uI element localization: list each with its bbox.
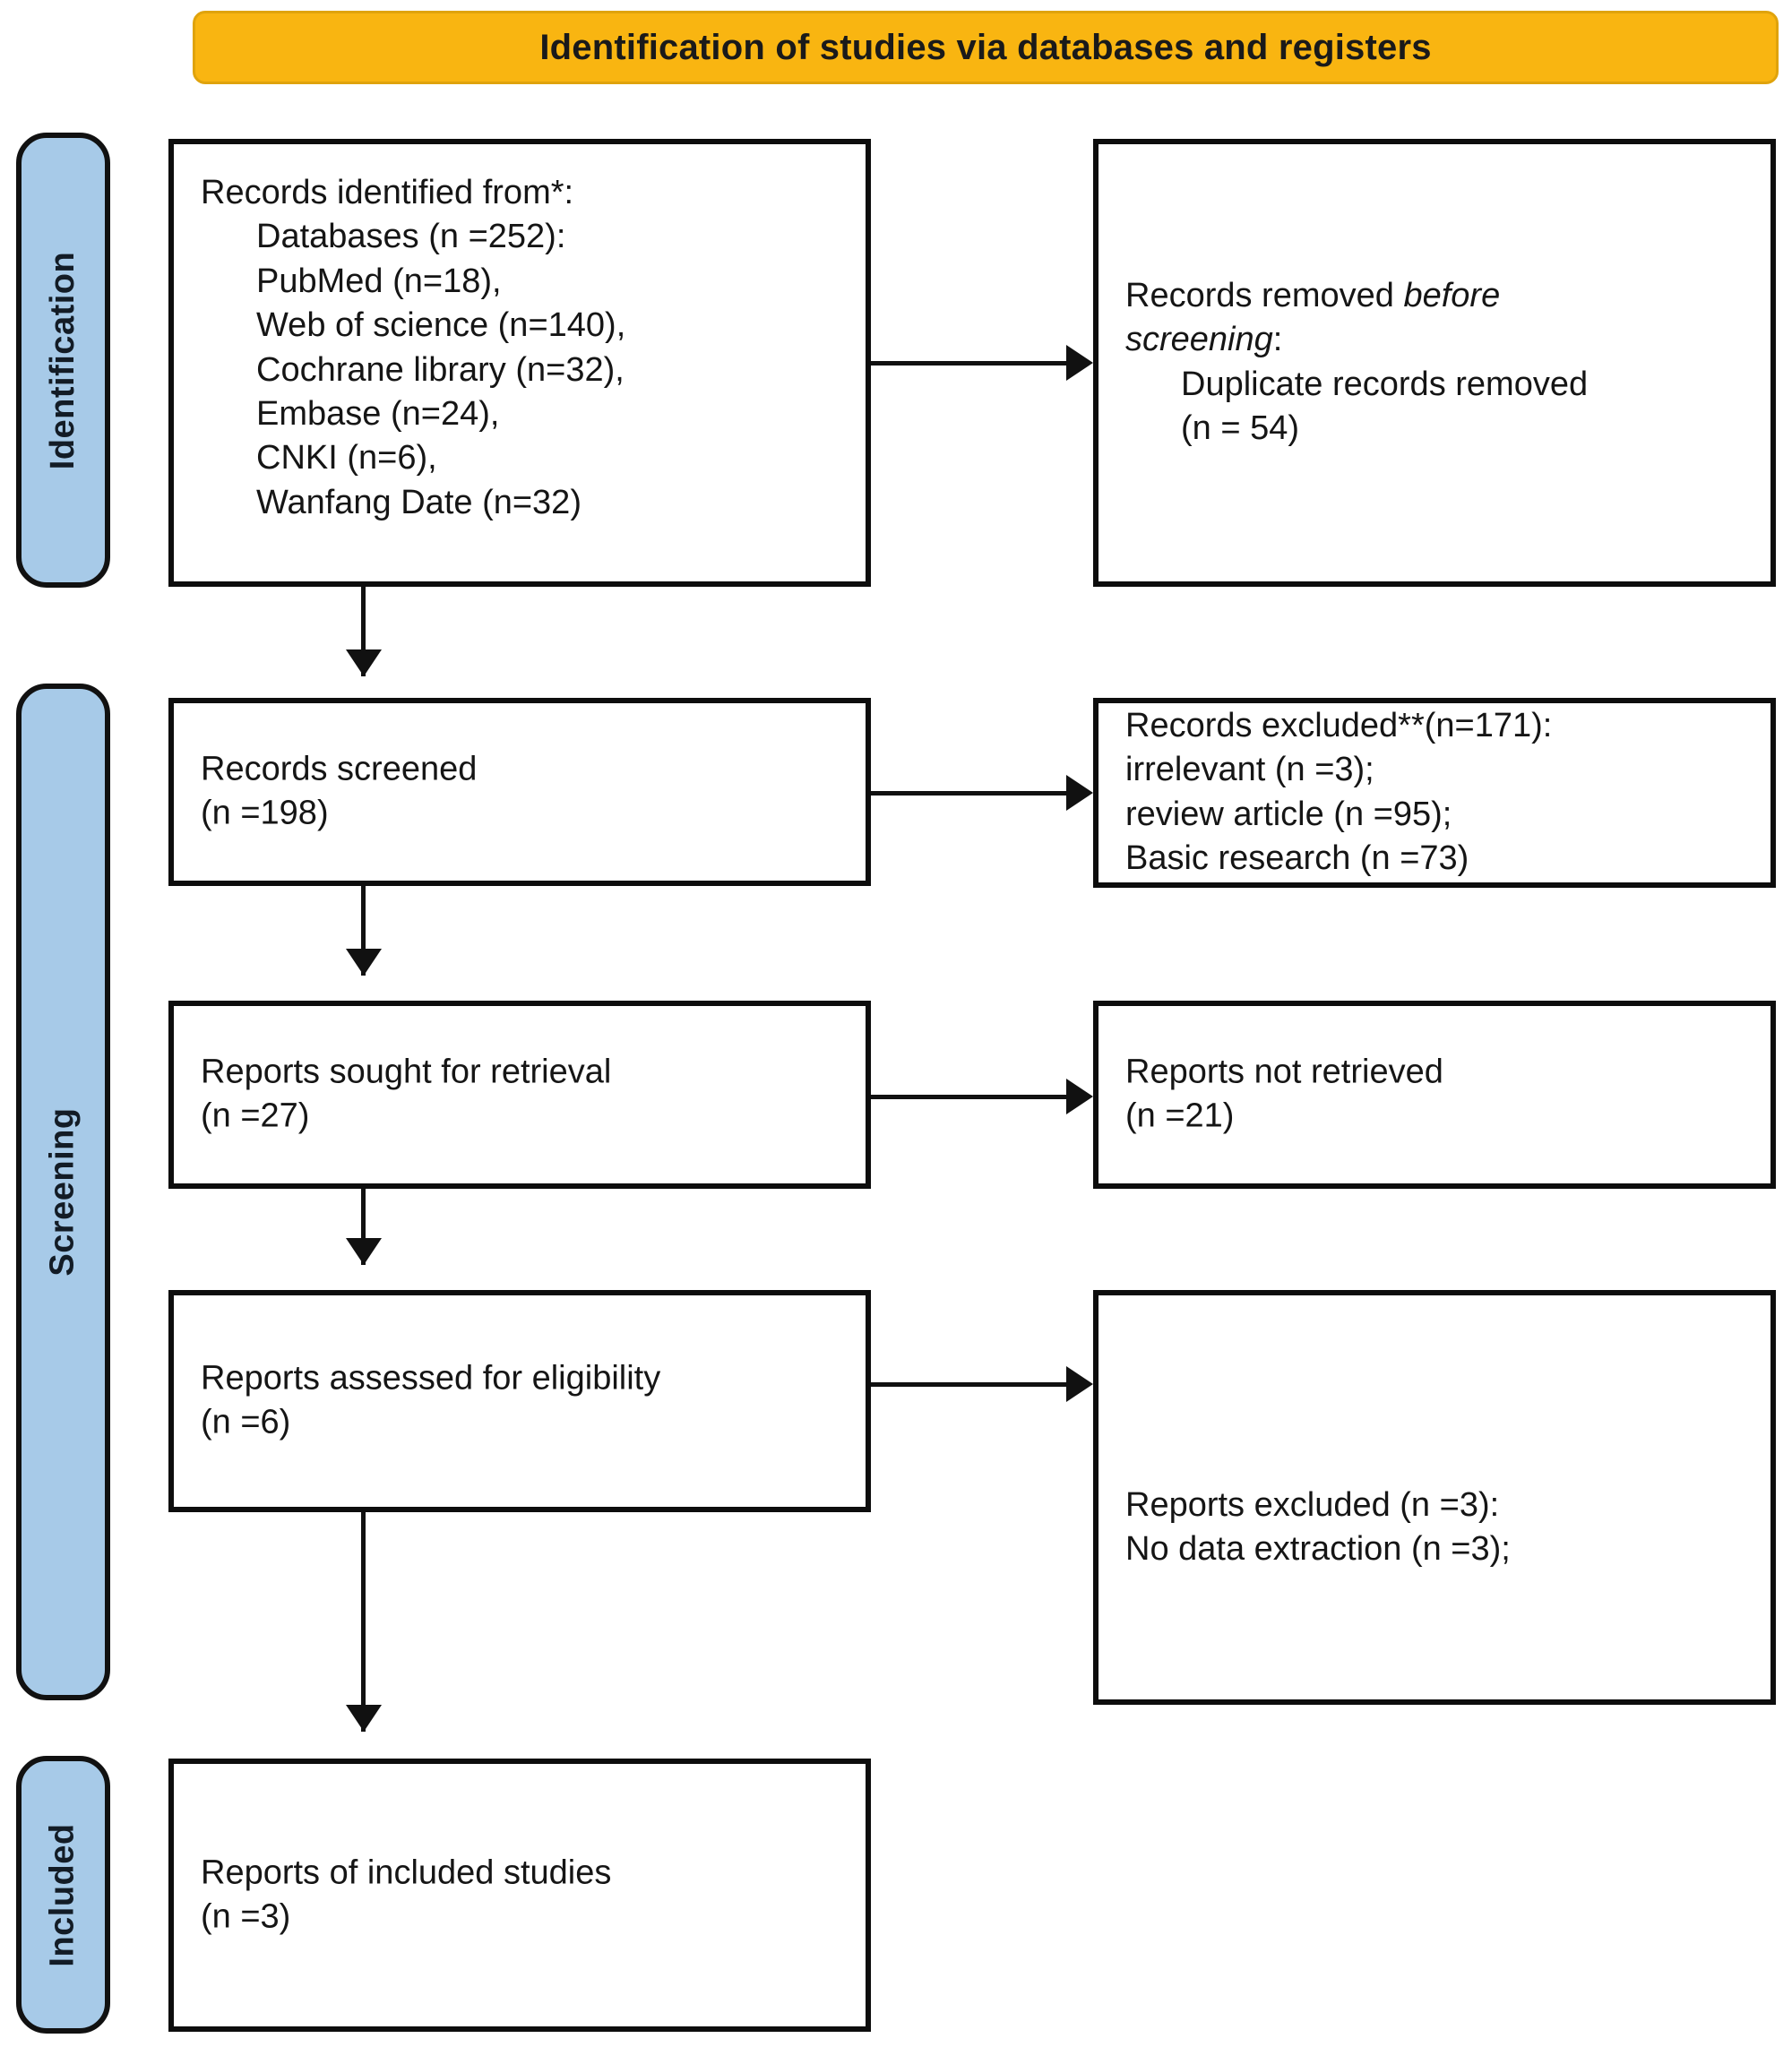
records-removed-line-1: Records removed before bbox=[1125, 274, 1754, 318]
arrow-right-icon-to-reports-excluded bbox=[1066, 1366, 1093, 1402]
arrow-down-icon-to-included bbox=[346, 1705, 382, 1732]
reports-excluded-line-1: Reports excluded (n =3): bbox=[1125, 1486, 1500, 1524]
box-records-identified: Records identified from*: Databases (n =… bbox=[168, 139, 871, 587]
records-screened-line-1: Records screened bbox=[201, 750, 478, 788]
records-identified-line-2: Web of science (n=140), bbox=[256, 306, 626, 345]
records-removed-line-2: screening: bbox=[1125, 319, 1754, 363]
box-records-screened: Records screened (n =198) bbox=[168, 698, 871, 886]
records-removed-italic-before: before bbox=[1403, 277, 1501, 315]
connector-line-screened-to-excluded bbox=[871, 791, 1066, 796]
connector-line-sought-to-assessed bbox=[361, 1189, 366, 1265]
box-records-excluded-content: Records excluded**(n=171): irrelevant (n… bbox=[1125, 704, 1754, 882]
records-excluded-line-3: review article (n =95); bbox=[1125, 796, 1452, 833]
box-reports-assessed: Reports assessed for eligibility (n =6) bbox=[168, 1290, 871, 1512]
connector-line-identified-to-screened bbox=[361, 587, 366, 676]
records-identified-line-4: Embase (n=24), bbox=[256, 394, 500, 433]
records-excluded-line-4: Basic research (n =73) bbox=[1125, 839, 1469, 878]
records-removed-italic-screening: screening bbox=[1125, 321, 1273, 359]
stage-label-identification-text: Identification bbox=[44, 251, 82, 469]
reports-assessed-line-1: Reports assessed for eligibility bbox=[201, 1359, 661, 1398]
diagram-header-banner: Identification of studies via databases … bbox=[193, 11, 1779, 84]
connector-line-assessed-to-included bbox=[361, 1512, 366, 1732]
records-excluded-line-1: Records excluded**(n=171): bbox=[1125, 707, 1553, 745]
arrow-down-icon-to-sought bbox=[346, 949, 382, 976]
records-identified-line-5: CNKI (n=6), bbox=[256, 439, 437, 477]
arrow-right-icon-to-not-retrieved bbox=[1066, 1079, 1093, 1114]
box-records-removed: Records removed before screening: Duplic… bbox=[1093, 139, 1776, 587]
box-records-removed-content: Records removed before screening: Duplic… bbox=[1125, 274, 1754, 452]
arrow-right-icon-to-excluded bbox=[1066, 775, 1093, 811]
box-reports-sought: Reports sought for retrieval (n =27) bbox=[168, 1001, 871, 1189]
records-identified-line-6: Wanfang Date (n=32) bbox=[256, 483, 582, 521]
records-identified-heading: Records identified from*: bbox=[201, 174, 574, 211]
records-removed-prefix: Records removed bbox=[1125, 277, 1404, 315]
box-reports-excluded-content: Reports excluded (n =3): No data extract… bbox=[1125, 1484, 1754, 1572]
records-excluded-line-2: irrelevant (n =3); bbox=[1125, 751, 1374, 789]
reports-not-retrieved-line-1: Reports not retrieved bbox=[1125, 1053, 1443, 1091]
box-reports-not-retrieved: Reports not retrieved (n =21) bbox=[1093, 1001, 1776, 1189]
arrow-right-icon-to-removed bbox=[1066, 345, 1093, 381]
reports-not-retrieved-line-2: (n =21) bbox=[1125, 1097, 1235, 1135]
records-identified-line-0: Databases (n =252): bbox=[256, 218, 566, 256]
records-removed-detail-1: (n = 54) bbox=[1181, 409, 1300, 448]
box-reports-not-retrieved-content: Reports not retrieved (n =21) bbox=[1125, 1051, 1754, 1140]
reports-sought-line-2: (n =27) bbox=[201, 1097, 310, 1135]
connector-line-sought-to-not-retrieved bbox=[871, 1095, 1066, 1099]
stage-label-screening-text: Screening bbox=[44, 1107, 82, 1277]
connector-line-identified-to-removed bbox=[871, 361, 1066, 366]
arrow-down-icon-to-assessed bbox=[346, 1238, 382, 1265]
stage-label-screening: Screening bbox=[16, 684, 110, 1700]
stage-label-included-text: Included bbox=[44, 1822, 82, 1967]
connector-line-assessed-to-excluded bbox=[871, 1382, 1066, 1387]
records-identified-line-1: PubMed (n=18), bbox=[256, 262, 502, 300]
box-records-screened-content: Records screened (n =198) bbox=[201, 748, 849, 837]
box-reports-excluded: Reports excluded (n =3): No data extract… bbox=[1093, 1290, 1776, 1705]
records-removed-colon: : bbox=[1272, 321, 1283, 359]
box-included-studies-content: Reports of included studies (n =3) bbox=[201, 1851, 849, 1939]
diagram-title: Identification of studies via databases … bbox=[539, 27, 1432, 67]
reports-assessed-line-2: (n =6) bbox=[201, 1404, 291, 1441]
included-studies-line-1: Reports of included studies bbox=[201, 1853, 612, 1892]
box-reports-sought-content: Reports sought for retrieval (n =27) bbox=[201, 1051, 849, 1140]
records-screened-line-2: (n =198) bbox=[201, 795, 329, 832]
stage-label-included: Included bbox=[16, 1756, 110, 2034]
reports-excluded-line-2: No data extraction (n =3); bbox=[1125, 1530, 1511, 1569]
arrow-down-icon-to-screened bbox=[346, 649, 382, 676]
included-studies-line-2: (n =3) bbox=[201, 1897, 291, 1936]
stage-label-identification: Identification bbox=[16, 133, 110, 588]
box-records-excluded: Records excluded**(n=171): irrelevant (n… bbox=[1093, 698, 1776, 888]
box-reports-assessed-content: Reports assessed for eligibility (n =6) bbox=[201, 1357, 849, 1446]
connector-line-screened-to-sought bbox=[361, 886, 366, 976]
records-identified-line-3: Cochrane library (n=32), bbox=[256, 350, 625, 389]
records-removed-detail-0: Duplicate records removed bbox=[1181, 366, 1589, 403]
box-included-studies: Reports of included studies (n =3) bbox=[168, 1759, 871, 2032]
reports-sought-line-1: Reports sought for retrieval bbox=[201, 1053, 612, 1091]
box-records-identified-content: Records identified from*: Databases (n =… bbox=[201, 171, 849, 525]
